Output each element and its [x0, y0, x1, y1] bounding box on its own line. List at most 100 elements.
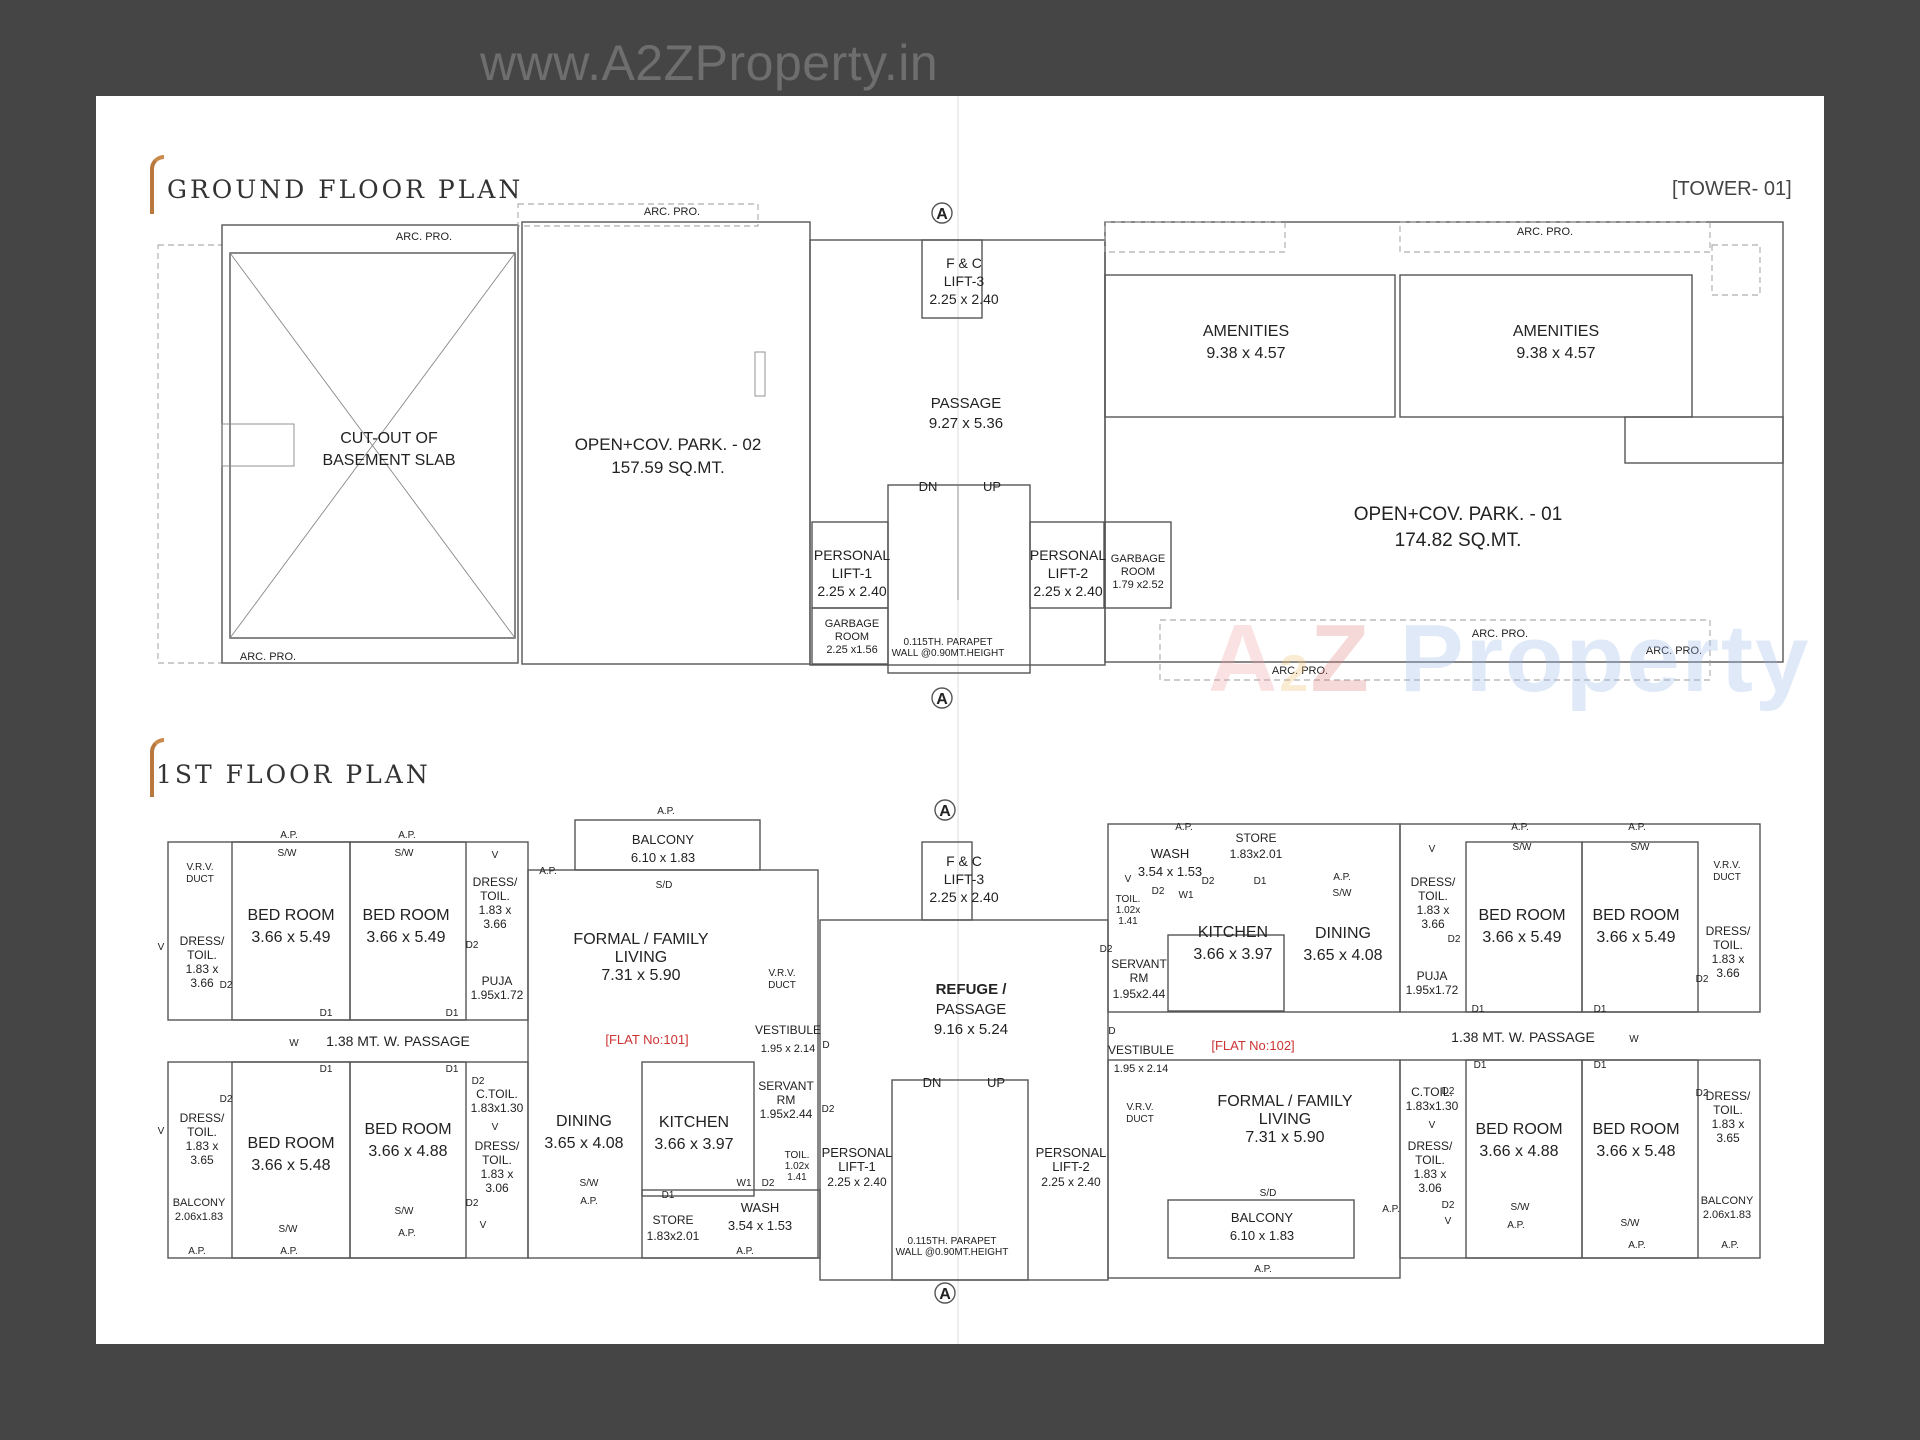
svg-text:DRESS/: DRESS/	[1408, 1139, 1453, 1153]
toilet-label: TOIL. 1.02x 1.41	[785, 1150, 810, 1183]
svg-text:D1: D1	[1594, 1060, 1607, 1071]
svg-text:V: V	[1429, 1120, 1436, 1131]
svg-text:A.P.: A.P.	[1254, 1264, 1272, 1275]
svg-text:WASH: WASH	[741, 1200, 780, 1215]
svg-text:DRESS/: DRESS/	[180, 1111, 225, 1125]
svg-text:ROOM: ROOM	[1121, 566, 1155, 578]
svg-text:BED ROOM: BED ROOM	[247, 1135, 334, 1152]
svg-text:3.66: 3.66	[483, 917, 507, 931]
svg-text:GARBAGE: GARBAGE	[1111, 553, 1165, 565]
svg-text:LIFT-3: LIFT-3	[944, 871, 985, 887]
refuge-passage-label: REFUGE / PASSAGE 9.16 x 5.24	[934, 981, 1008, 1038]
svg-text:REFUGE /: REFUGE /	[936, 981, 1008, 998]
svg-text:3.54 x 1.53: 3.54 x 1.53	[1138, 864, 1202, 879]
svg-text:A.P.: A.P.	[580, 1196, 598, 1207]
svg-text:BALCONY: BALCONY	[173, 1197, 226, 1209]
svg-text:1.83 x: 1.83 x	[1712, 952, 1745, 966]
svg-text:D2: D2	[1442, 1086, 1455, 1097]
svg-text:S/W: S/W	[395, 1206, 414, 1217]
watermark-2: 2	[1279, 645, 1311, 703]
svg-text:D2: D2	[466, 940, 479, 951]
personal-lift-1-label: PERSONAL LIFT-1 2.25 x 2.40	[822, 1145, 893, 1189]
svg-text:9.16 x 5.24: 9.16 x 5.24	[934, 1021, 1008, 1038]
svg-text:BED ROOM: BED ROOM	[1592, 1121, 1679, 1138]
svg-text:W1: W1	[1179, 890, 1194, 901]
svg-text:V: V	[492, 1122, 499, 1133]
leaf-logo-icon	[150, 738, 164, 797]
svg-text:OPEN+COV. PARK. - 02: OPEN+COV. PARK. - 02	[575, 435, 762, 454]
window-annotations: W W W1 W1 V V V V V V V V V D D	[158, 844, 1640, 1231]
wash-label: WASH 3.54 x 1.53	[728, 1200, 792, 1233]
svg-text:WALL @0.90MT.HEIGHT: WALL @0.90MT.HEIGHT	[896, 1247, 1009, 1258]
svg-text:LIFT-2: LIFT-2	[1052, 1159, 1090, 1174]
svg-text:2.06x1.83: 2.06x1.83	[1703, 1209, 1751, 1221]
servant-room-label: SERVANT RM 1.95x2.44	[1111, 957, 1167, 1001]
arc-pro-label: ARC. PRO.	[1272, 665, 1328, 677]
svg-text:TOIL.: TOIL.	[480, 889, 510, 903]
svg-text:WASH: WASH	[1151, 846, 1190, 861]
svg-text:D1: D1	[1594, 1004, 1607, 1015]
dress-toil-label: DRESS/ TOIL. 1.83 x 3.65	[1706, 1089, 1751, 1145]
svg-text:2.25 x 2.40: 2.25 x 2.40	[1033, 583, 1102, 599]
bed-room-label: BED ROOM 3.66 x 5.49	[362, 907, 449, 946]
svg-text:TOIL.: TOIL.	[1713, 1103, 1743, 1117]
svg-text:STORE: STORE	[1235, 831, 1276, 845]
svg-text:3.65 x 4.08: 3.65 x 4.08	[1303, 947, 1382, 964]
svg-text:D: D	[1108, 1026, 1115, 1037]
svg-text:174.82 SQ.MT.: 174.82 SQ.MT.	[1395, 530, 1522, 551]
svg-text:1.83x1.30: 1.83x1.30	[471, 1101, 524, 1115]
svg-text:BASEMENT SLAB: BASEMENT SLAB	[322, 452, 455, 469]
svg-text:RM: RM	[777, 1093, 796, 1107]
leaf-logo-icon	[150, 155, 164, 214]
svg-text:D2: D2	[1100, 944, 1113, 955]
svg-text:C.TOIL.: C.TOIL.	[1411, 1085, 1453, 1099]
svg-text:9.27 x 5.36: 9.27 x 5.36	[929, 415, 1003, 432]
sliding-window-annotations: S/W S/W S/W S/W S/W S/W S/W S/W S/W S/W	[278, 842, 1650, 1235]
svg-text:3.66: 3.66	[1716, 966, 1740, 980]
svg-text:BED ROOM: BED ROOM	[364, 1121, 451, 1138]
svg-text:V: V	[158, 942, 165, 953]
dress-toil-label: DRESS/ TOIL. 1.83 x 3.66	[473, 875, 518, 931]
svg-text:3.66 x 5.48: 3.66 x 5.48	[251, 1157, 330, 1174]
svg-text:3.66 x 5.49: 3.66 x 5.49	[366, 929, 445, 946]
svg-text:S/W: S/W	[395, 848, 414, 859]
svg-text:OPEN+COV. PARK. - 01: OPEN+COV. PARK. - 01	[1354, 504, 1563, 525]
svg-text:FORMAL / FAMILY: FORMAL / FAMILY	[1217, 1093, 1352, 1110]
common-toilet-label: C.TOIL. 1.83x1.30	[471, 1087, 524, 1115]
svg-text:3.06: 3.06	[1418, 1181, 1442, 1195]
svg-text:1.83 x: 1.83 x	[1712, 1117, 1745, 1131]
svg-text:SERVANT: SERVANT	[1111, 957, 1167, 971]
svg-text:TOIL.: TOIL.	[187, 1125, 217, 1139]
watermark-word: Property	[1399, 605, 1811, 712]
arc-pro-label: ARC. PRO.	[396, 231, 452, 243]
balcony-label: BALCONY 2.06x1.83	[1701, 1195, 1754, 1221]
svg-text:DRESS/: DRESS/	[473, 875, 518, 889]
svg-text:BED ROOM: BED ROOM	[1478, 907, 1565, 924]
first-floor-walls	[167, 799, 1761, 1304]
svg-text:3.65 x 4.08: 3.65 x 4.08	[544, 1135, 623, 1152]
svg-text:2.25 x 2.40: 2.25 x 2.40	[1041, 1175, 1101, 1189]
svg-text:1.83x2.01: 1.83x2.01	[647, 1229, 700, 1243]
arc-pro-label: ARC. PRO.	[240, 651, 296, 663]
amenities-right-label: AMENITIES 9.38 x 4.57	[1513, 323, 1599, 362]
tower-label: [TOWER- 01]	[1672, 178, 1792, 200]
svg-text:LIVING: LIVING	[1259, 1111, 1311, 1128]
passage-width-label: 1.38 MT. W. PASSAGE	[326, 1033, 470, 1049]
common-toilet-label: C.TOIL. 1.83x1.30	[1406, 1085, 1459, 1113]
svg-text:A.P.: A.P.	[736, 1246, 754, 1257]
svg-text:PUJA: PUJA	[1417, 969, 1448, 983]
open-park-02-label: OPEN+COV. PARK. - 02 157.59 SQ.MT.	[575, 435, 762, 477]
vestibule-label: VESTIBULE 1.95 x 2.14	[1108, 1043, 1174, 1075]
svg-text:RM: RM	[1130, 971, 1149, 985]
svg-text:D1: D1	[662, 1190, 675, 1201]
dining-label: DINING 3.65 x 4.08	[544, 1113, 623, 1152]
svg-text:D: D	[822, 1040, 829, 1051]
svg-text:2.06x1.83: 2.06x1.83	[175, 1211, 223, 1223]
passage-label: PASSAGE 9.27 x 5.36	[929, 395, 1003, 432]
svg-text:D2: D2	[1696, 974, 1709, 985]
vrv-duct-label: V.R.V. DUCT	[768, 968, 796, 991]
svg-text:A.P.: A.P.	[280, 830, 298, 841]
svg-text:D1: D1	[446, 1008, 459, 1019]
personal-lift-1-label: PERSONAL LIFT-1 2.25 x 2.40	[814, 547, 890, 599]
svg-text:A.P.: A.P.	[1721, 1240, 1739, 1251]
